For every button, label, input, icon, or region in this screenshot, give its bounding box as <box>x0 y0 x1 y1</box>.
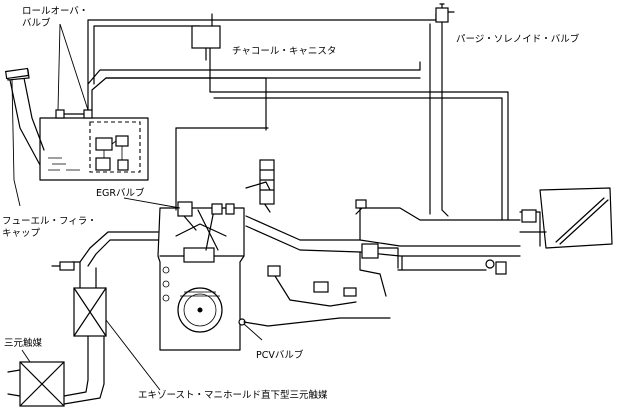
engine-block <box>157 207 245 351</box>
egr-valve-label: EGRバルブ <box>96 187 145 199</box>
pcv-valve-label: PCVバルブ <box>256 349 304 361</box>
three-way-catalyst-label: 三元触媒 <box>4 337 43 349</box>
exhaust-system <box>7 231 159 405</box>
rollover-valve <box>55 61 421 119</box>
rollover-valve-label: ロールオーバ・ バルブ <box>22 6 91 29</box>
charcoal-canister <box>191 13 221 61</box>
intake-system <box>245 159 521 257</box>
oxygen-sensor <box>51 261 75 271</box>
exhaust-manifold-catalyst <box>73 287 107 337</box>
charcoal-canister-label: チャコール・キャニスタ <box>232 46 336 57</box>
pcv-valve <box>238 317 391 327</box>
vapor-lines <box>87 13 509 221</box>
egr-valve <box>177 201 197 231</box>
purge-solenoid-valve <box>435 3 455 23</box>
purge-solenoid-valve-label: パージ・ソレノイド・バルブ <box>456 33 580 45</box>
air-cleaner <box>519 187 613 249</box>
fuel-tank <box>39 117 149 181</box>
fuel-filler-cap <box>5 67 30 80</box>
exhaust-manifold-catalyst-label: エキゾースト・マニホールド直下型三元触媒 <box>138 389 328 401</box>
sensor-assembly <box>267 243 507 307</box>
injector-assembly <box>197 181 271 251</box>
three-way-catalyst <box>19 361 65 407</box>
fuel-filler-cap-label: フューエル・フィラ・ キャップ <box>2 216 100 239</box>
